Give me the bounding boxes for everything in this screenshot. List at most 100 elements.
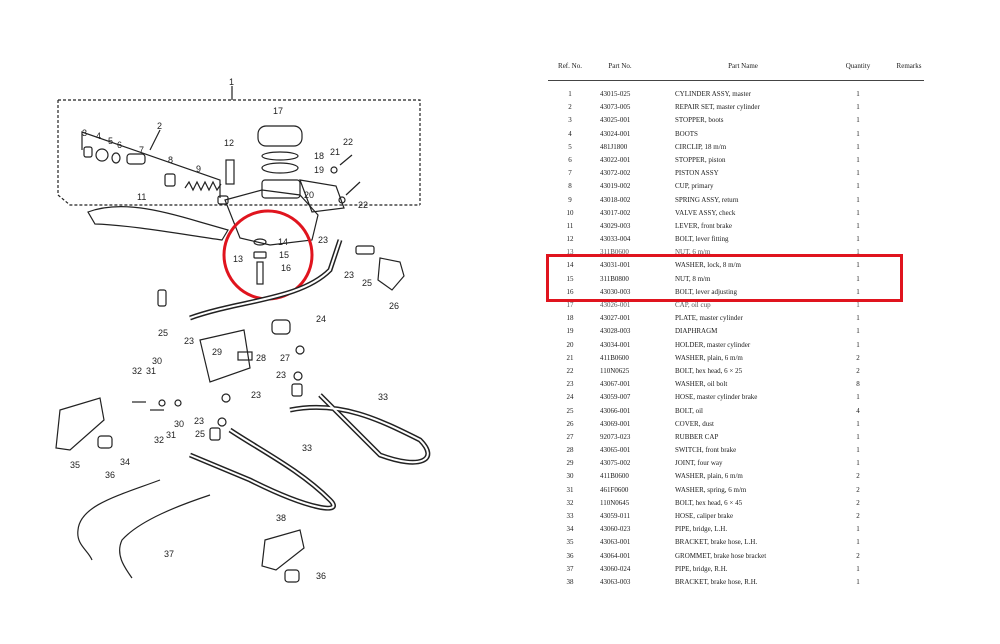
callout-label: 22 <box>343 137 353 147</box>
part-name-cell: WASHER, plain, 6 m/m <box>675 472 743 481</box>
callout-label: 36 <box>105 470 115 480</box>
master-cylinder-body <box>224 189 319 246</box>
hex-bolt <box>345 181 361 196</box>
bridge-pipe-lh <box>77 479 161 561</box>
boots-part <box>95 148 109 162</box>
ref-cell: 38 <box>566 577 574 586</box>
assembly-bracket-line <box>57 100 420 206</box>
ref-cell: 10 <box>566 208 574 217</box>
part-no-cell: 43027-001 <box>600 314 631 323</box>
quantity-cell: 1 <box>856 182 860 191</box>
adjust-nut <box>253 251 267 259</box>
part-no-cell: 43059-007 <box>600 393 631 402</box>
callout-label: 17 <box>273 106 283 116</box>
ref-cell: 15 <box>566 274 574 283</box>
callout-label: 23 <box>276 370 286 380</box>
oil-bolt-washer <box>221 393 231 403</box>
ref-cell: 21 <box>566 353 574 362</box>
ref-cell: 5 <box>568 142 572 151</box>
quantity-cell: 8 <box>856 380 860 389</box>
piston-part <box>126 153 146 165</box>
part-name-cell: BOOTS <box>675 129 698 138</box>
ref-cell: 18 <box>566 314 574 323</box>
callout-label: 23 <box>344 270 354 280</box>
ref-cell: 31 <box>566 485 574 494</box>
callout-label: 16 <box>281 263 291 273</box>
part-name-cell: WASHER, spring, 6 m/m <box>675 485 747 494</box>
ref-cell: 6 <box>568 155 572 164</box>
part-no-cell: 43019-002 <box>600 182 631 191</box>
oil-bolt <box>157 289 167 307</box>
callout-label: 32 <box>154 435 164 445</box>
quantity-cell: 1 <box>856 195 860 204</box>
callout-label: 14 <box>278 237 288 247</box>
part-name-cell: CUP, primary <box>675 182 714 191</box>
holder-part <box>299 179 345 213</box>
part-no-cell: 110N0625 <box>600 366 630 375</box>
part-no-cell: 43015-025 <box>600 90 631 98</box>
header-rule <box>548 80 924 81</box>
callout-label: 30 <box>152 356 162 366</box>
ref-cell: 12 <box>566 235 574 244</box>
part-name-cell: WASHER, plain, 6 m/m <box>675 353 743 362</box>
part-no-cell: 43069-001 <box>600 419 631 428</box>
quantity-cell: 1 <box>856 432 860 441</box>
part-name-cell: NUT, 6 m/m <box>675 248 711 257</box>
part-no-cell: 43072-002 <box>600 169 631 178</box>
callout-label: 15 <box>279 250 289 260</box>
header-part-name: Part Name <box>728 62 758 70</box>
callout-label: 18 <box>314 151 324 161</box>
part-name-cell: BOLT, lever fitting <box>675 235 729 244</box>
callout-label: 8 <box>168 155 173 165</box>
part-no-cell: 461F0600 <box>600 485 629 494</box>
quantity-cell: 1 <box>856 261 860 270</box>
plain-washer <box>338 196 346 204</box>
quantity-cell: 1 <box>856 221 860 230</box>
callout-label: 12 <box>224 138 234 148</box>
part-no-cell: 110N0645 <box>600 498 630 507</box>
part-no-cell: 43075-002 <box>600 459 631 468</box>
ref-cell: 28 <box>566 446 574 455</box>
callout-label: 33 <box>378 392 388 402</box>
quantity-cell: 1 <box>856 459 860 468</box>
part-name-cell: SWITCH, front brake <box>675 446 737 455</box>
ref-cell: 20 <box>566 340 574 349</box>
quantity-cell: 1 <box>856 577 860 586</box>
part-name-cell: LEVER, front brake <box>675 221 732 230</box>
part-no-cell: 43065-001 <box>600 446 631 455</box>
part-name-cell: BOLT, lever adjusting <box>675 287 738 296</box>
callout-label: 6 <box>117 140 122 150</box>
header-ref-no: Ref. No. <box>558 62 582 70</box>
assembly-bracket-line <box>58 99 421 205</box>
callout-label: 20 <box>304 190 314 200</box>
callout-label: 25 <box>362 278 372 288</box>
oil-bolt <box>291 383 303 397</box>
callout-label: 38 <box>276 513 286 523</box>
quantity-cell: 1 <box>856 235 860 244</box>
leader-line <box>149 129 161 151</box>
callout-label: 21 <box>330 147 340 157</box>
ref-cell: 33 <box>566 512 574 520</box>
callout-label: 4 <box>96 131 101 141</box>
oil-bolt-washer <box>293 371 303 381</box>
quantity-cell: 4 <box>856 406 860 415</box>
ref-cell: 22 <box>566 366 574 375</box>
part-no-cell: 43029-003 <box>600 221 631 230</box>
quantity-cell: 1 <box>856 538 860 547</box>
callout-label: 25 <box>158 328 168 338</box>
